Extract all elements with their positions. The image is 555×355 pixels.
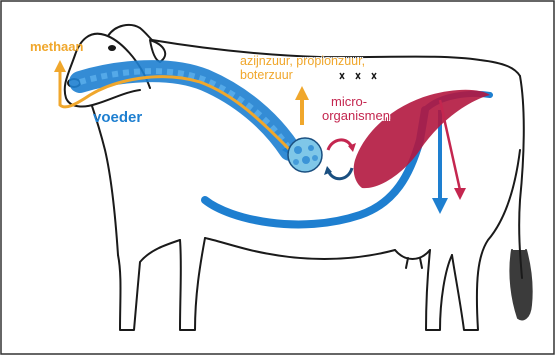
acids-label-line1: azijnzuur, propionzuur,: [240, 55, 365, 68]
microbes-label-line2: organismen: [322, 109, 390, 122]
acids-label-line2: boterzuur: [240, 69, 293, 82]
microbes-label-line1: micro-: [331, 95, 367, 108]
methane-label: methaan: [30, 40, 83, 53]
feed-label: voeder: [93, 110, 142, 125]
cow-eye: [109, 46, 115, 50]
microbe-cluster-icon: [288, 138, 322, 172]
